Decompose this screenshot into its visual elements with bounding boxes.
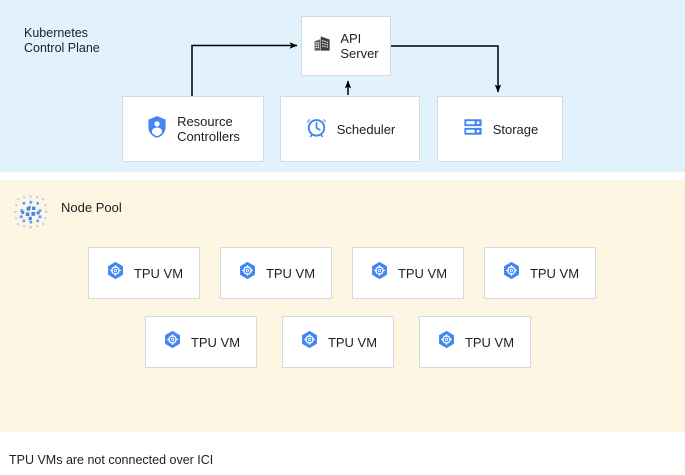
tpu-vm-label: TPU VM — [397, 265, 448, 281]
tpu-vm-label: TPU VM — [265, 265, 316, 281]
tpu-hexagon-icon — [162, 329, 183, 355]
tpu-hexagon-icon — [369, 260, 390, 286]
control-plane-title: Kubernetes Control Plane — [24, 26, 100, 55]
tpu-vm-label: TPU VM — [327, 334, 378, 350]
tpu-vm-node[interactable]: TPU VM — [88, 247, 200, 299]
node-pool-title: Node Pool — [61, 200, 122, 215]
tpu-vm-node[interactable]: TPU VM — [352, 247, 464, 299]
tpu-vm-label: TPU VM — [190, 334, 241, 350]
storage-label: Storage — [492, 121, 539, 137]
tpu-hexagon-icon — [501, 260, 522, 286]
diagram-caption: TPU VMs are not connected over ICI — [9, 453, 214, 467]
tpu-hexagon-icon — [436, 329, 457, 355]
scheduler-label: Scheduler — [336, 121, 396, 137]
tpu-vm-node[interactable]: TPU VM — [145, 316, 257, 368]
storage-node[interactable]: Storage — [437, 96, 563, 162]
node-pool-panel — [0, 180, 685, 432]
tpu-vm-label: TPU VM — [529, 265, 580, 281]
server-rack-icon — [462, 116, 484, 143]
tpu-vm-node[interactable]: TPU VM — [282, 316, 394, 368]
tpu-vm-label: TPU VM — [133, 265, 184, 281]
shield-person-icon — [146, 115, 168, 144]
tpu-hexagon-icon — [299, 329, 320, 355]
resource-controllers-label: Resource Controllers — [177, 114, 240, 144]
tpu-vm-node[interactable]: TPU VM — [220, 247, 332, 299]
tpu-hexagon-icon — [237, 260, 258, 286]
scheduler-node[interactable]: Scheduler — [280, 96, 420, 162]
tpu-hexagon-icon — [105, 260, 126, 286]
tpu-vm-node[interactable]: TPU VM — [484, 247, 596, 299]
api-server-label: API Server — [340, 31, 379, 61]
resource-controllers-node[interactable]: Resource Controllers — [122, 96, 264, 162]
api-server-node[interactable]: API Server — [301, 16, 391, 76]
alarm-clock-icon — [305, 115, 328, 143]
tpu-vm-node[interactable]: TPU VM — [419, 316, 531, 368]
tpu-vm-label: TPU VM — [464, 334, 515, 350]
node-pool-dot-grid-icon — [11, 192, 51, 232]
building-icon — [313, 34, 332, 58]
